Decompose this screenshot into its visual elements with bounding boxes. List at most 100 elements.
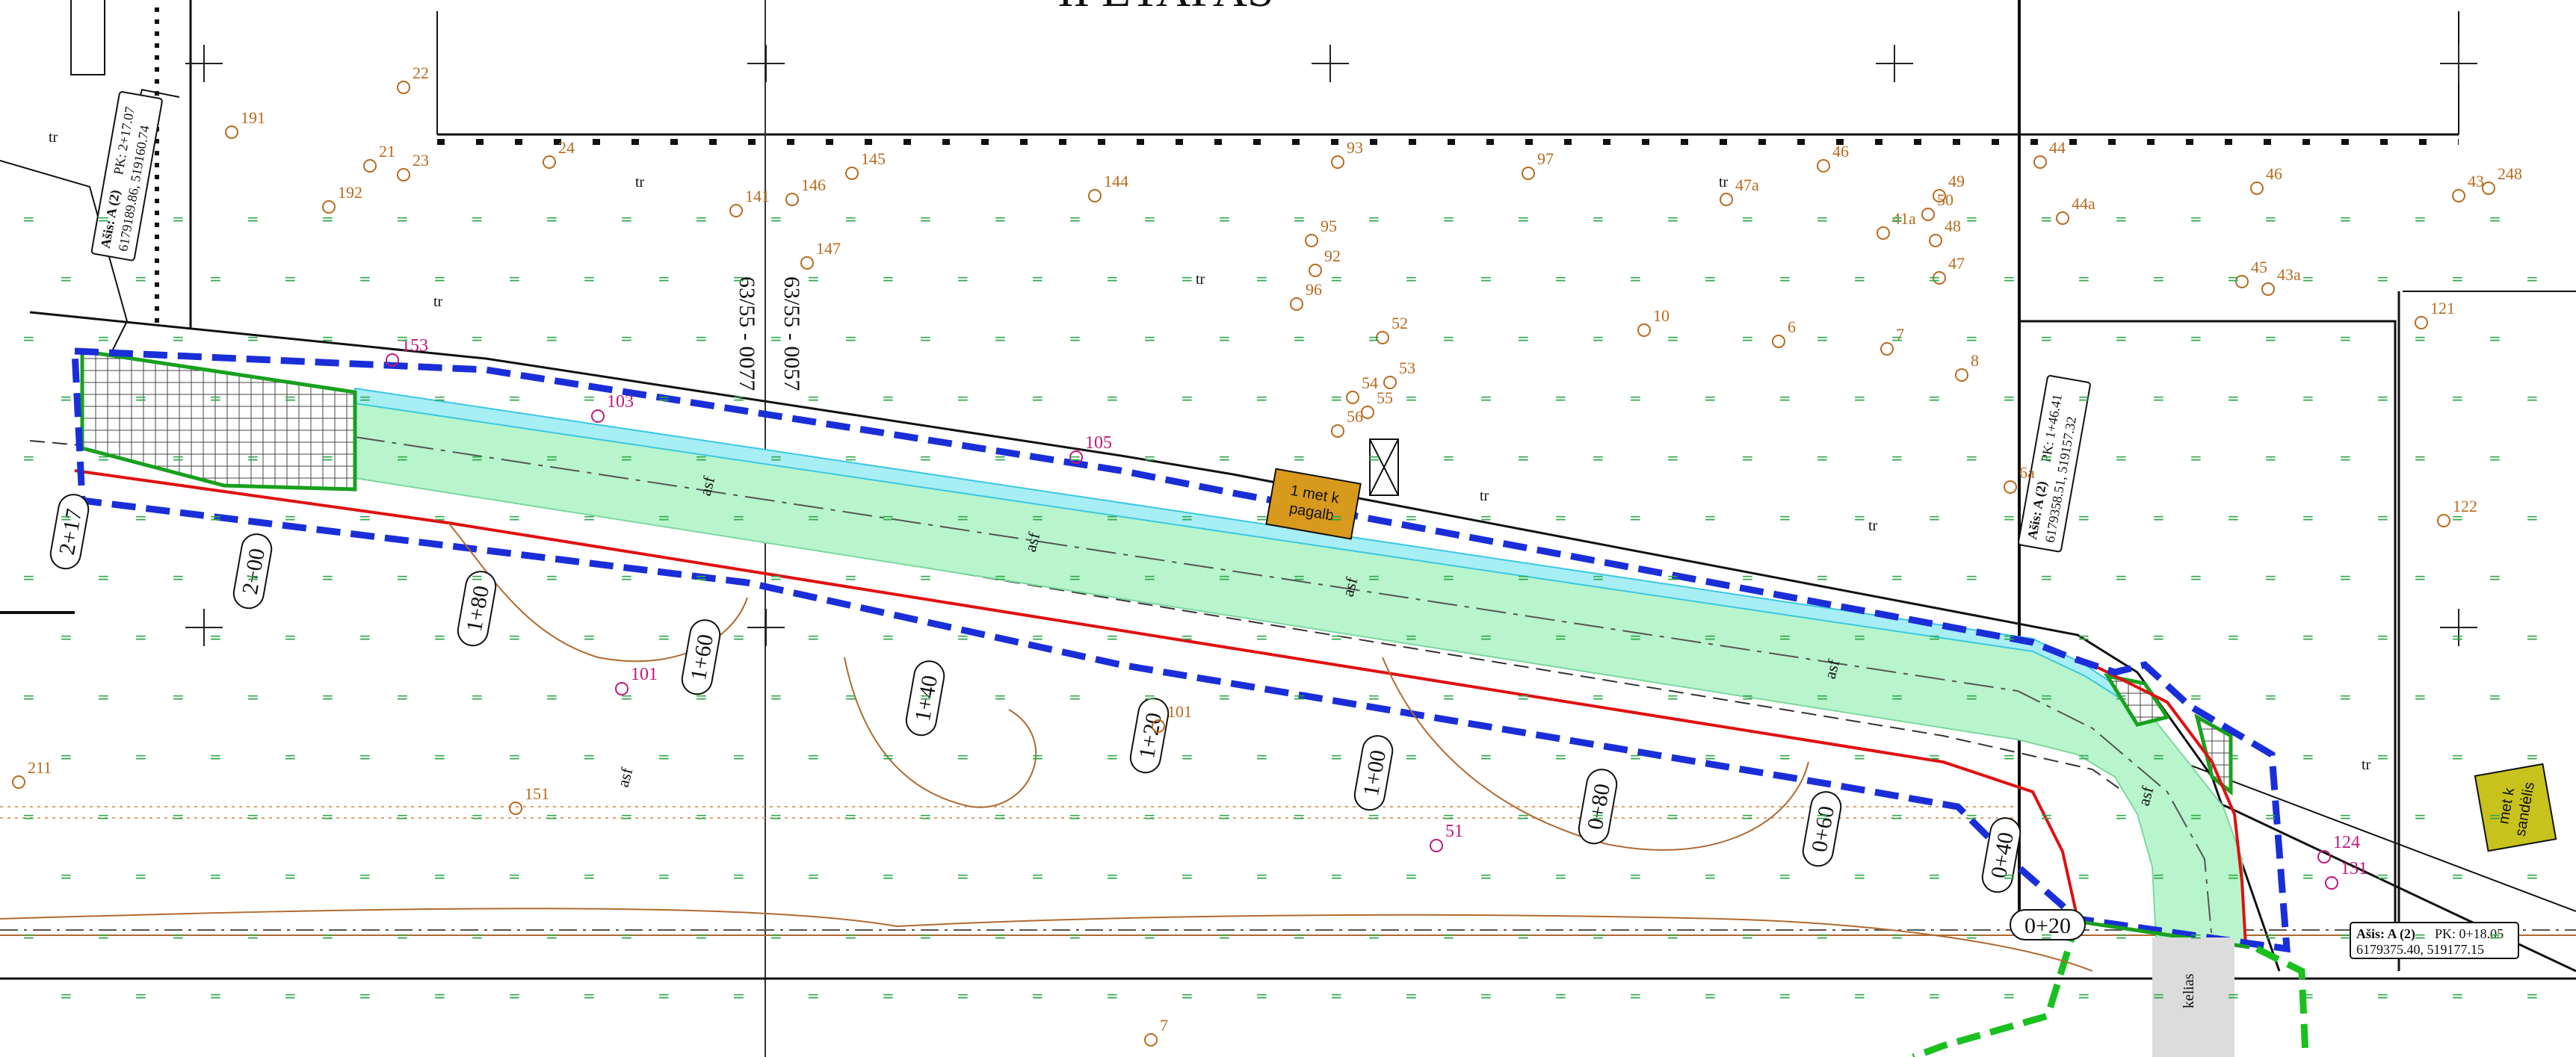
grass-symbol: = [433, 270, 446, 288]
survey-point-marker [1305, 234, 1318, 247]
plot-label: 144 [1104, 172, 1128, 190]
grass-symbol: = [620, 329, 633, 347]
grass-symbol: = [658, 509, 670, 527]
grass-symbol: = [1704, 389, 1717, 407]
grass-symbol: = [321, 329, 334, 347]
grass-symbol: = [1031, 867, 1044, 885]
grass-symbol: = [1143, 808, 1156, 825]
plot-label: 248 [2498, 164, 2522, 183]
grass-symbol: = [508, 867, 521, 885]
grass-symbol: = [433, 389, 446, 407]
survey-point-marker [1817, 159, 1830, 173]
grass-symbol: = [60, 628, 72, 646]
grass-symbol: = [2376, 867, 2389, 885]
plot-label: 44 [2049, 138, 2066, 157]
sheet-number-1: 63/55 - 0057 [779, 276, 804, 391]
grass-symbol: = [2003, 867, 2016, 885]
grass-symbol: = [1069, 808, 1081, 825]
grass-symbol: = [2078, 270, 2090, 288]
grass-symbol: = [135, 628, 147, 646]
plot-label: 49 [1948, 172, 1965, 190]
grass-symbol: = [1592, 688, 1604, 706]
grass-symbol: = [1853, 389, 1866, 407]
grass-symbol: = [2489, 688, 2501, 706]
grass-symbol: = [1330, 389, 1343, 407]
plot-label: 105 [1085, 433, 1112, 453]
grass-symbol: = [433, 748, 446, 766]
grass-symbol: = [844, 808, 857, 825]
grass-symbol: = [471, 449, 484, 467]
survey-point-marker [322, 200, 336, 214]
grass-symbol: = [1965, 329, 1978, 347]
survey-point-marker [785, 193, 799, 206]
chainage-marker: 0+80 [1578, 769, 1618, 845]
grass-symbol: = [1181, 867, 1193, 885]
grass-symbol: = [1517, 927, 1530, 945]
plot-label: 10 [1653, 306, 1670, 325]
grass-symbol: = [2264, 449, 2277, 467]
grass-symbol: = [1368, 568, 1380, 586]
grass-symbol: = [1218, 808, 1231, 825]
grass-symbol: = [844, 688, 857, 706]
plot-label: 50 [1937, 190, 1953, 209]
grass-symbol: = [1330, 748, 1343, 766]
grass-symbol: = [1442, 329, 1455, 347]
grass-symbol: = [247, 568, 259, 586]
chainage-marker: 2+00 [232, 533, 273, 610]
grass-symbol: = [172, 927, 185, 945]
grass-symbol: = [2115, 329, 2128, 347]
grass-symbol: = [135, 270, 147, 288]
plot-label: 153 [401, 336, 428, 356]
grass-symbol: = [2489, 808, 2501, 825]
grass-symbol: = [1255, 270, 1268, 288]
plot-label: 54 [1362, 373, 1378, 392]
grass-symbol: = [994, 210, 1007, 228]
grass-symbol: = [1330, 628, 1343, 646]
grass-symbol: = [247, 329, 259, 347]
grass-symbol: = [1405, 270, 1418, 288]
grass-symbol: = [2451, 389, 2464, 407]
grass-symbol: = [1480, 628, 1492, 646]
grass-symbol: = [508, 389, 521, 407]
grass-symbol: = [2302, 270, 2314, 288]
grass-symbol: = [284, 987, 297, 1005]
survey-point-marker [1637, 323, 1651, 337]
grass-symbol: = [1741, 210, 1754, 228]
grass-symbol: = [172, 808, 185, 825]
grass-symbol: = [22, 688, 35, 706]
grass-symbol: = [247, 927, 259, 945]
survey-point-marker [729, 204, 743, 217]
grass-symbol: = [284, 628, 297, 646]
grass-symbol: = [321, 927, 334, 945]
grass-symbol: = [1405, 748, 1418, 766]
grass-symbol: = [60, 867, 72, 885]
grass-symbol: = [508, 748, 521, 766]
grass-symbol: = [1779, 867, 1791, 885]
grass-symbol: = [1965, 808, 1978, 825]
survey-point-marker [397, 81, 410, 94]
plot-label: 131 [2341, 859, 2367, 878]
grass-symbol: = [2003, 270, 2016, 288]
grass-symbol: = [2003, 509, 2016, 527]
grass-symbol: = [732, 867, 745, 885]
grass-symbol: = [2339, 210, 2352, 228]
survey-point-marker [1880, 342, 1894, 356]
plot-label: 51 [1445, 822, 1463, 841]
grass-symbol: = [1480, 987, 1492, 1005]
grass-symbol: = [1928, 748, 1941, 766]
survey-point-marker [2482, 182, 2495, 195]
grass-symbol: = [1143, 449, 1156, 467]
grass-symbol: = [135, 509, 147, 527]
plot-label: 21 [379, 142, 395, 161]
survey-point-marker [1929, 234, 1942, 247]
grass-symbol: = [2078, 389, 2090, 407]
grass-symbol: = [1442, 688, 1455, 706]
grass-symbol: = [957, 389, 969, 407]
grass-symbol: = [2414, 808, 2427, 825]
grass-symbol: = [433, 987, 446, 1005]
grass-symbol: = [1592, 329, 1604, 347]
grass-symbol: = [1853, 270, 1866, 288]
survey-point-marker [1152, 719, 1165, 733]
grass-symbol: = [1741, 449, 1754, 467]
grass-symbol: = [433, 628, 446, 646]
